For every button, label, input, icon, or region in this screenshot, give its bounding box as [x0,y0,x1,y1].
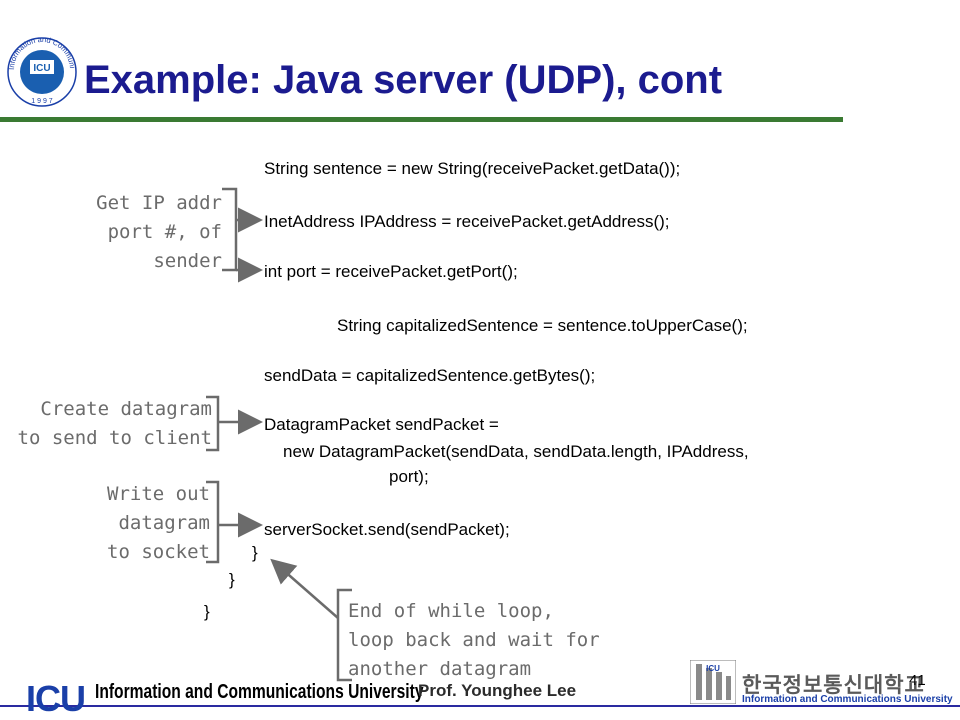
annotation-line: datagram [118,512,210,534]
code-line: InetAddress IPAddress = receivePacket.ge… [264,212,670,231]
icu-logo: ICU [26,678,86,719]
seal-center-text: ICU [33,63,50,74]
annotation-create-datagram: Create datagram to send to client [18,395,212,453]
closing-brace: } [229,570,235,589]
annotation-line: loop back and wait for [348,629,600,651]
code-line: new DatagramPacket(sendData, sendData.le… [283,442,749,461]
closing-brace: } [204,602,210,621]
arrow-to-brace [270,558,339,619]
annotation-line: sender [153,250,222,272]
code-line: String capitalizedSentence = sentence.to… [337,316,748,335]
code-line: serverSocket.send(sendPacket); [264,520,510,539]
annotation-line: Write out [107,483,210,505]
footer-korean-subtitle: Information and Communications Universit… [742,694,953,705]
annotation-end-loop: End of while loop, loop back and wait fo… [348,597,600,684]
emblem-text: ICU [706,664,720,673]
annotation-line: Create datagram [40,398,212,420]
slide-title: Example: Java server (UDP), cont [84,58,723,102]
code-line: sendData = capitalizedSentence.getBytes(… [264,366,596,385]
bracket-create-datagram [206,395,220,452]
bracket-ip-addr [222,187,238,272]
annotation-write-out: Write out datagram to socket [107,480,210,567]
code-line: String sentence = new String(receivePack… [264,159,681,178]
code-line: DatagramPacket sendPacket = [264,415,499,434]
title-divider [0,117,843,122]
code-line: port); [389,467,429,486]
footer-author: Prof. Younghee Lee [418,681,577,700]
annotation-line: to socket [107,541,210,563]
annotation-line: port #, of [107,221,222,243]
annotation-line: another datagram [348,658,532,680]
seal-year: 1 9 9 7 [31,98,53,105]
university-seal-logo: ICU Information and Communications Unive… [4,30,77,107]
annotation-ip-addr: Get IP addr port #, of sender [96,189,222,276]
code-line: int port = receivePacket.getPort(); [264,262,518,281]
annotation-line: Get IP addr [96,192,222,214]
bracket-end-loop [336,588,352,682]
closing-brace: } [252,543,258,562]
icu-emblem-logo: ICU [690,660,736,704]
page-number: 41 [909,672,926,689]
footer-korean-name: 한국정보통신대학교 [742,674,925,697]
footer-divider [0,705,960,707]
annotation-line: to send to client [17,427,212,449]
bracket-write-out [206,480,220,564]
footer-university-name: Information and Communications Universit… [95,681,424,703]
annotation-line: End of while loop, [348,600,554,622]
